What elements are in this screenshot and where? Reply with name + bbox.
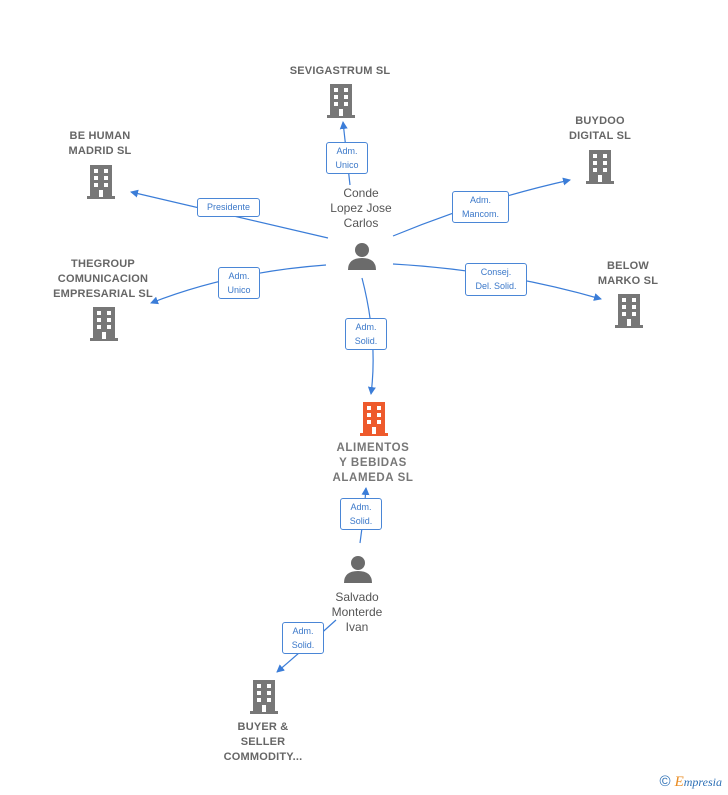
building-icon — [327, 84, 355, 118]
relation-badge[interactable]: Adm. Solid. — [345, 318, 387, 350]
relation-badge[interactable]: Adm. Solid. — [340, 498, 382, 530]
node-be-human[interactable]: BE HUMAN MADRID SL — [40, 127, 160, 202]
company-name: ALIMENTOS Y BEBIDAS ALAMEDA SL — [332, 442, 414, 484]
person-icon — [344, 556, 372, 583]
relation-badge[interactable]: Adm. Solid. — [282, 622, 324, 654]
person-name: Salvado Monterde Ivan — [331, 590, 383, 634]
building-icon — [360, 402, 388, 436]
node-conde[interactable]: Conde Lopez Jose Carlos — [316, 186, 406, 276]
person-icon — [348, 243, 376, 270]
relation-badge[interactable]: Adm. Unico — [326, 142, 368, 174]
company-name: BE HUMAN MADRID SL — [68, 130, 132, 157]
company-name: BUYER & SELLER COMMODITY... — [223, 721, 303, 763]
building-icon — [87, 165, 115, 199]
company-name: BELOW MARKO SL — [597, 260, 659, 287]
building-icon — [615, 294, 643, 328]
brand-logo-letter: E — [674, 774, 684, 790]
company-name: SEVIGASTRUM SL — [289, 65, 391, 77]
relation-badge[interactable]: Presidente — [197, 198, 260, 217]
building-icon — [586, 150, 614, 184]
node-sevigastrum[interactable]: SEVIGASTRUM SL — [280, 62, 400, 124]
relation-badge[interactable]: Adm. Mancom. — [452, 191, 509, 223]
building-icon — [250, 680, 278, 714]
copyright-icon: © — [659, 773, 671, 790]
node-buydoo[interactable]: BUYDOO DIGITAL SL — [540, 112, 660, 187]
node-alimentos[interactable]: ALIMENTOS Y BEBIDAS ALAMEDA SL — [318, 402, 428, 490]
building-icon — [90, 307, 118, 341]
node-salvado[interactable]: Salvado Monterde Ivan — [312, 555, 402, 640]
empresia-brand[interactable]: ©Empresia — [660, 773, 722, 791]
company-name: BUYDOO DIGITAL SL — [568, 115, 632, 142]
node-below-marko[interactable]: BELOW MARKO SL — [578, 257, 678, 332]
node-thegroup[interactable]: THEGROUP COMUNICACION EMPRESARIAL SL — [38, 255, 168, 345]
person-name: Conde Lopez Jose Carlos — [330, 186, 392, 230]
brand-name: mpresia — [683, 775, 722, 789]
relation-badge[interactable]: Adm. Unico — [218, 267, 260, 299]
relation-badge[interactable]: Consej. Del. Solid. — [465, 263, 527, 296]
company-name: THEGROUP COMUNICACION EMPRESARIAL SL — [53, 258, 153, 300]
node-buyer[interactable]: BUYER & SELLER COMMODITY... — [208, 680, 318, 768]
